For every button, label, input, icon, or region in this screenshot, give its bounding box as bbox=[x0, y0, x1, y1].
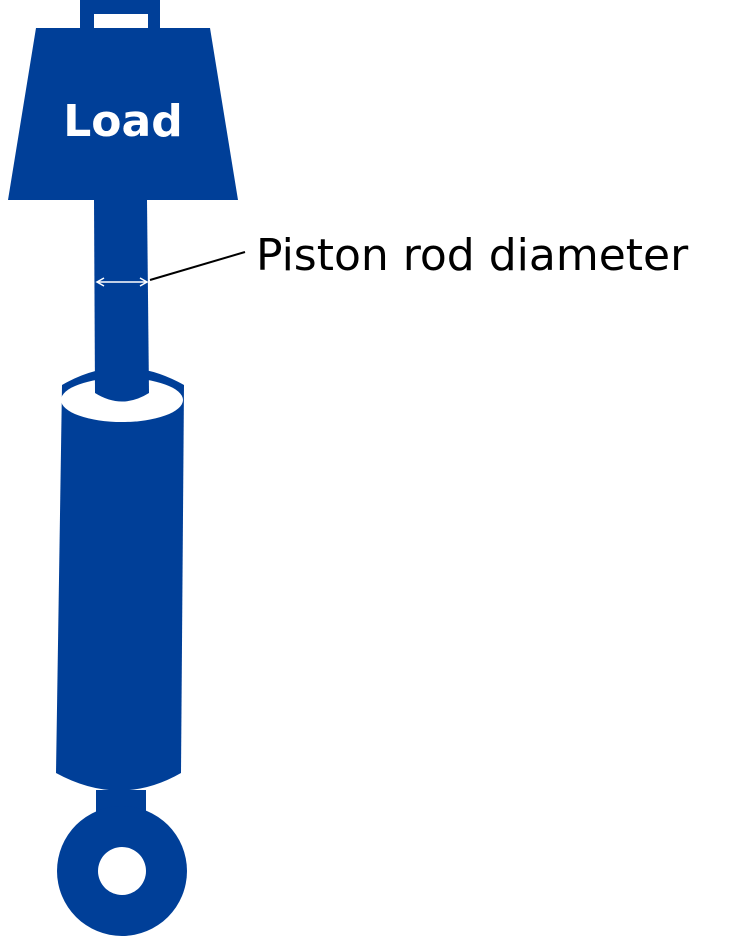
cylinder-body bbox=[56, 367, 184, 791]
piston-rod-diameter-label: Piston rod diameter bbox=[256, 230, 689, 281]
diameter-arrow bbox=[95, 277, 149, 287]
piston-rod bbox=[94, 200, 149, 402]
load-handle bbox=[80, 0, 160, 32]
load-weight bbox=[8, 28, 238, 200]
load-label: Load bbox=[63, 96, 182, 147]
callout-leader-line bbox=[149, 251, 246, 281]
mounting-eye-hole bbox=[98, 847, 146, 895]
